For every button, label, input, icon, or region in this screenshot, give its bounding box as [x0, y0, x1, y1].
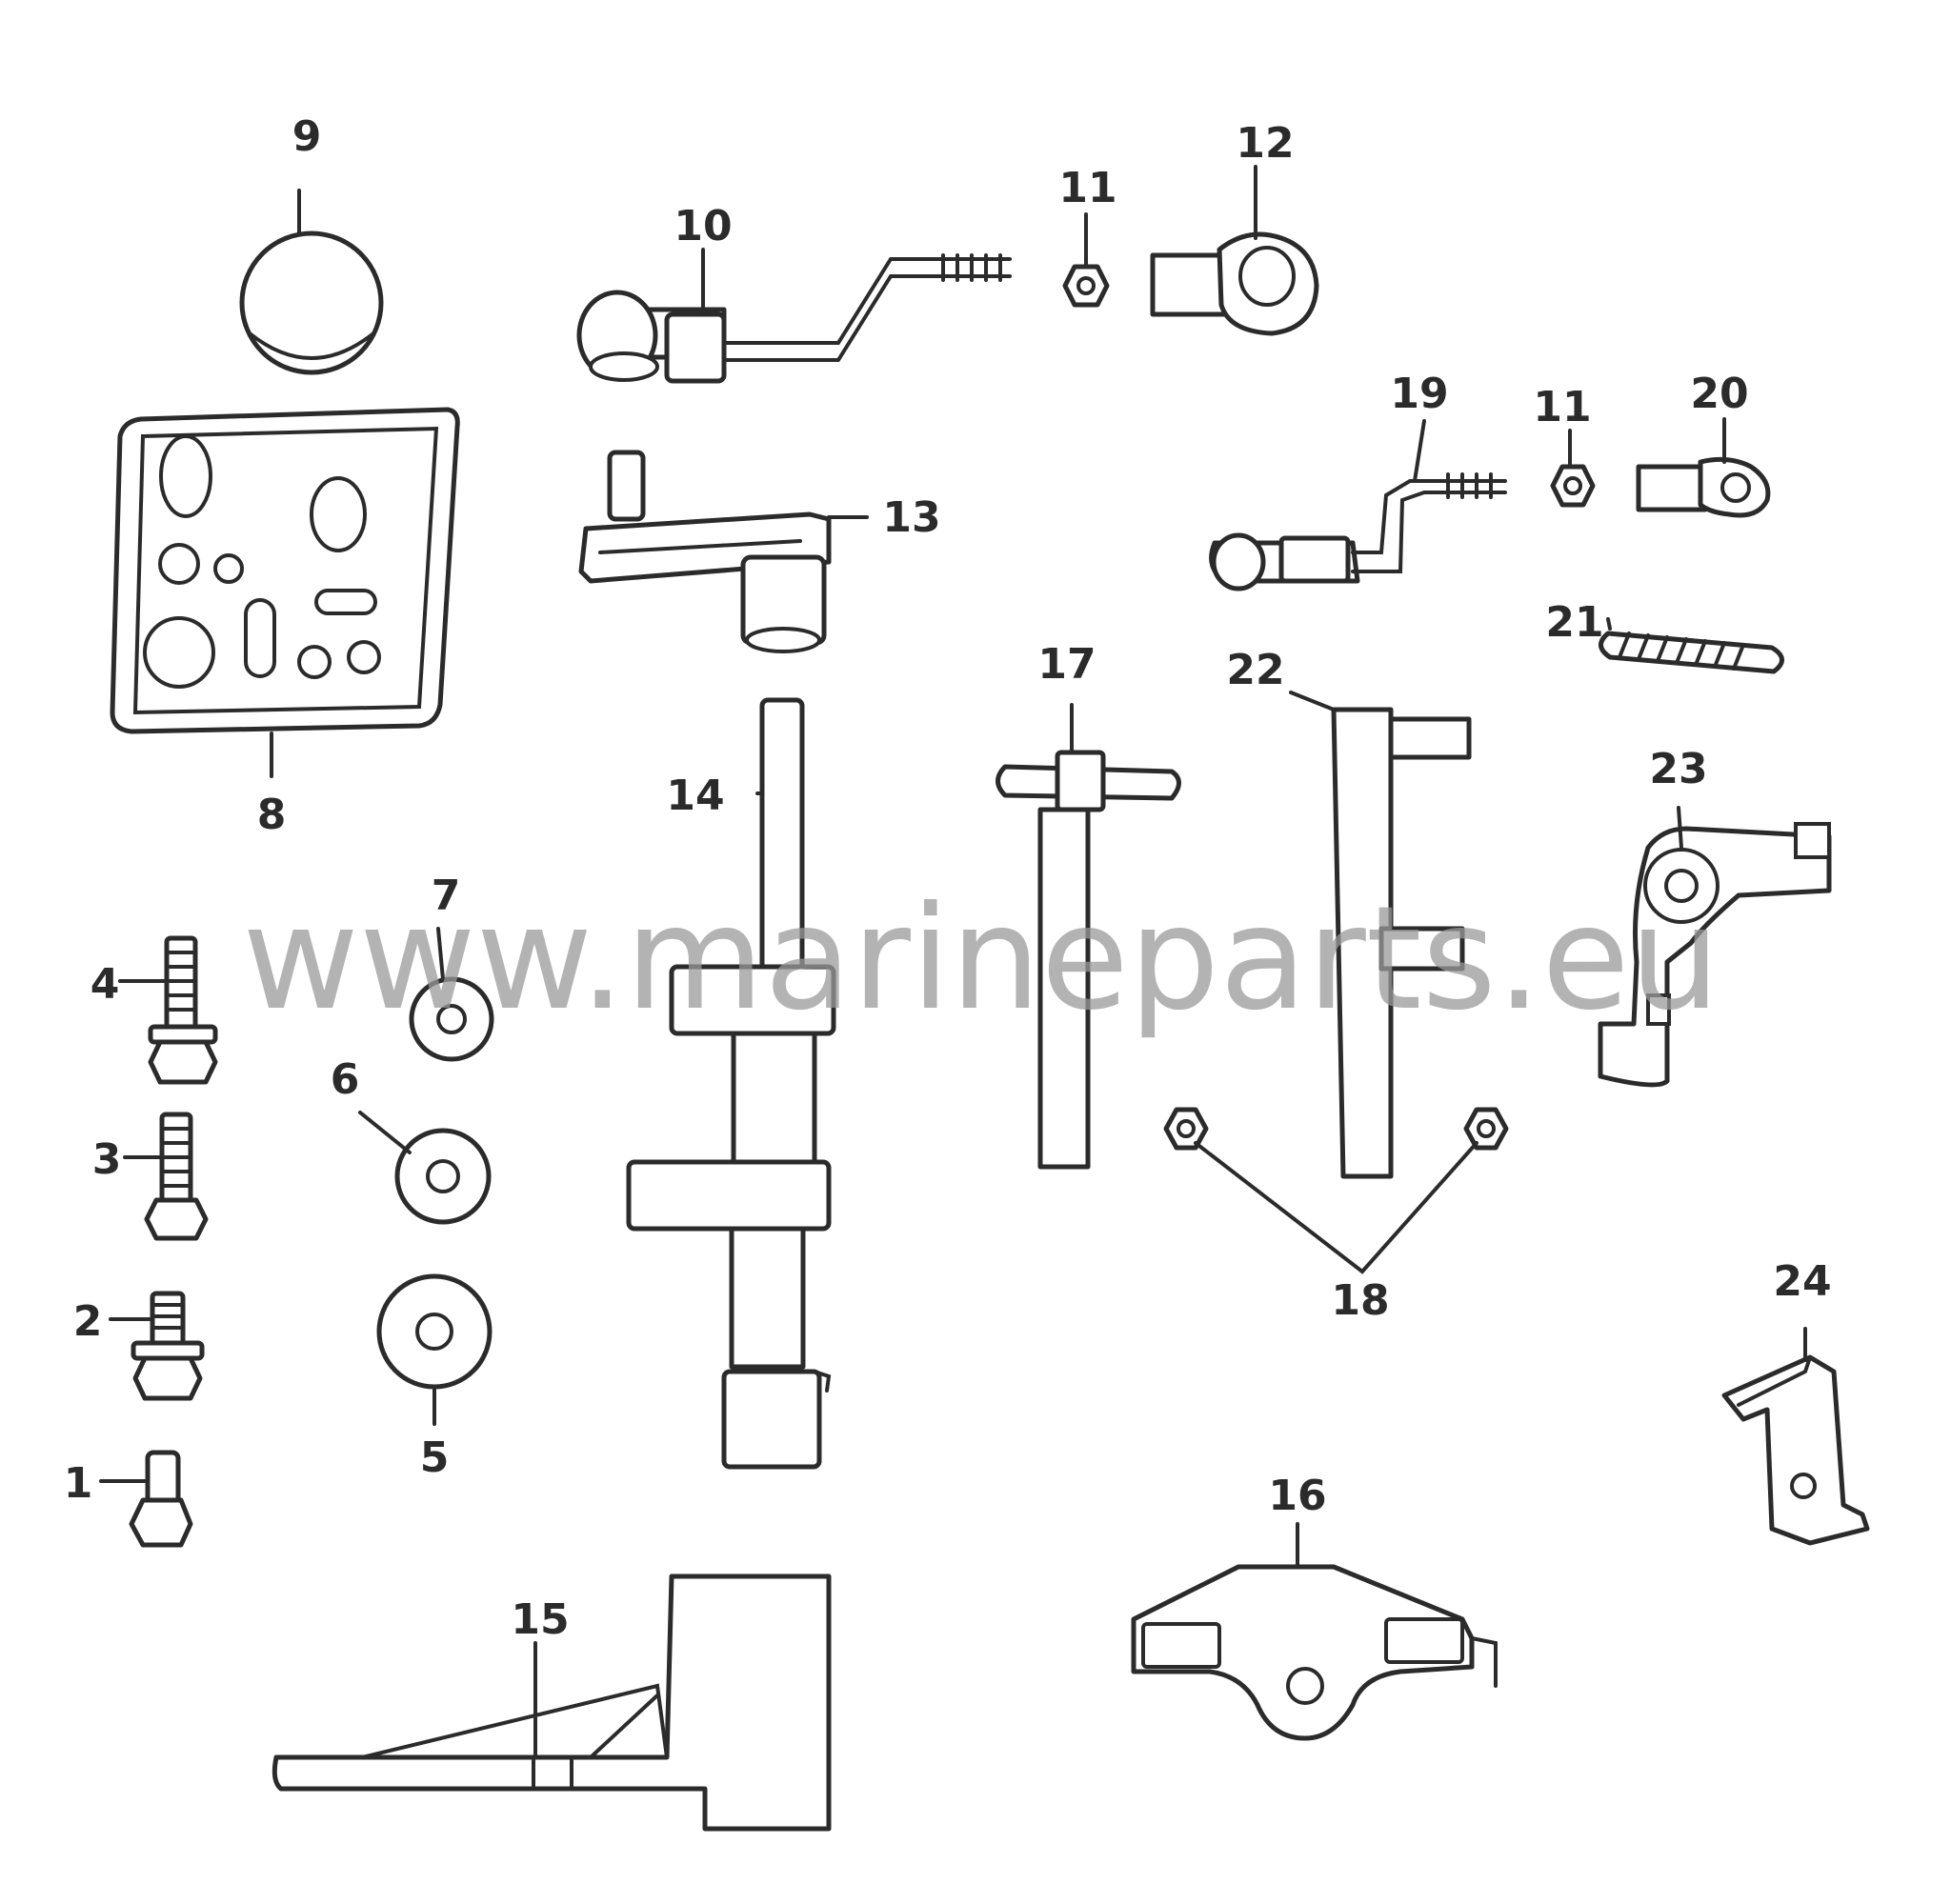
part-8-plate: [110, 407, 460, 734]
callout-14: 14: [666, 772, 724, 820]
part-11-nut-lower: [1550, 464, 1596, 508]
watermark-text: www.marineparts.eu: [242, 876, 1720, 1042]
part-22-lever: [1331, 707, 1472, 1179]
part-12-socket: [1150, 231, 1319, 336]
callout-6: 6: [331, 1055, 360, 1104]
callout-12: 12: [1236, 119, 1294, 168]
part-18-nut-left: [1163, 1107, 1209, 1151]
part-19-small-rod: [1209, 472, 1507, 591]
callout-7: 7: [432, 872, 461, 920]
part-21-spring: [1599, 631, 1784, 674]
part-2-bolt: [131, 1291, 205, 1401]
callout-15: 15: [511, 1595, 569, 1644]
callout-3: 3: [92, 1135, 122, 1184]
part-17-t-lever: [996, 750, 1181, 1170]
callout-16: 16: [1268, 1472, 1326, 1520]
part-5-washer: [376, 1273, 493, 1390]
callout-10: 10: [674, 202, 732, 251]
part-1-bolt: [129, 1450, 193, 1548]
part-7-washer: [409, 976, 494, 1062]
callout-11: 11: [1058, 164, 1116, 212]
callout-11-lower: 11: [1533, 383, 1591, 431]
callout-labels: 9 8 10 11 12 13 14 15 16 17 18 19 11 20 …: [64, 112, 1832, 1644]
part-13-lever: [578, 450, 832, 653]
callout-4: 4: [91, 960, 120, 1009]
callout-9: 9: [292, 112, 322, 161]
callout-17: 17: [1037, 640, 1096, 689]
part-20-eye-connector: [1636, 456, 1771, 518]
part-16-curved-bracket: [1131, 1564, 1498, 1741]
callout-21: 21: [1545, 598, 1603, 647]
callout-24: 24: [1773, 1257, 1831, 1306]
callout-2: 2: [73, 1297, 103, 1346]
part-11-nut-upper: [1062, 264, 1110, 308]
part-18-nut-right: [1463, 1107, 1509, 1151]
callout-1: 1: [64, 1459, 93, 1508]
part-14-shaft: [626, 697, 836, 1470]
callout-18: 18: [1331, 1276, 1389, 1325]
callout-23: 23: [1649, 745, 1707, 793]
part-24-clip: [1721, 1354, 1870, 1546]
part-9-cap: [239, 230, 384, 375]
callout-13: 13: [882, 493, 940, 542]
part-15-bracket: [272, 1573, 832, 1832]
leader-lines: [99, 165, 1807, 1757]
part-6-washer: [394, 1128, 492, 1225]
callout-22: 22: [1226, 646, 1284, 694]
part-10-rod: [576, 253, 1012, 384]
callout-5: 5: [420, 1433, 450, 1482]
callout-8: 8: [257, 791, 287, 839]
part-23-eye-bracket: [1598, 822, 1832, 1088]
part-3-bolt: [144, 1112, 209, 1241]
callout-19: 19: [1390, 370, 1448, 418]
part-4-bolt: [148, 935, 218, 1085]
callout-20: 20: [1690, 370, 1748, 418]
